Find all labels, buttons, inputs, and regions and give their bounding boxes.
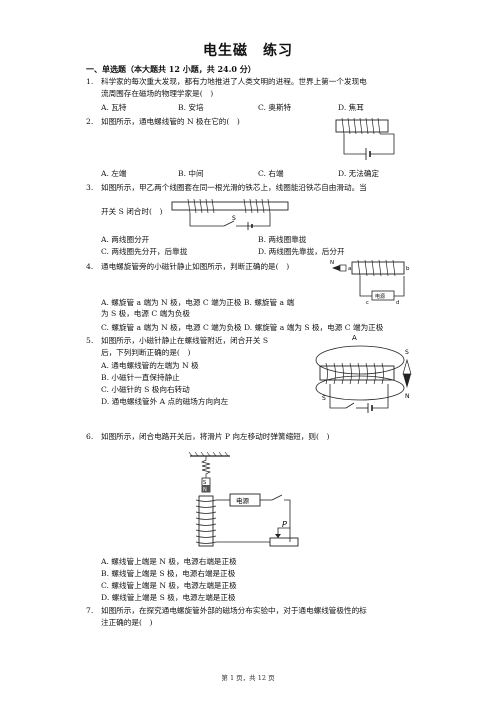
question-text: 如图所示，闭合电路开关后，将滑片 P 向左移动时弹簧缩短，则( ) [101,432,330,441]
option-d[interactable]: D. 无法确定 [338,169,380,178]
option-b[interactable]: B. 螺线管上端是 S 极，电源右端是正极 [101,569,236,578]
end-b-label: b [406,266,410,272]
option-a[interactable]: A. 螺线管上端是 N 极，电源右端是正极 [101,557,237,566]
option-a[interactable]: A. 通电螺线管的左端为 N 极 [101,361,199,370]
question-text: 后，下列判断正确的是( ) [101,348,191,357]
power-label: 电源 [236,496,250,505]
compass-needle-icon [402,358,412,375]
option-d[interactable]: D. 通电螺线管外 A 点的磁场方向向左 [101,397,229,406]
question-number: 2. [86,117,94,126]
option-c[interactable]: C. 右端 [258,169,284,178]
question-text: 如图所示，小磁针静止在螺线管附近，闭合开关 S [101,336,269,345]
option-c[interactable]: C. 奥斯特 [258,103,292,112]
option-d[interactable]: D. 两线圈先靠拢，后分开 [258,247,345,256]
section-heading: 一、单选题（本大题共 12 小题，共 24.0 分） [86,64,256,74]
switch-label: S [322,395,326,402]
option-c[interactable]: C. 螺线管上端是 N 极，电源左端是正极 [101,581,237,590]
option-c[interactable]: C. 两线圈先分开，后靠拢 [101,247,188,256]
page-title: 电生磁 练习 [203,43,293,59]
magnet-n-label: N [203,487,207,493]
needle-icon [332,265,340,271]
option-b[interactable]: B. 中间 [178,169,204,178]
point-a-label: A [352,334,357,342]
needle-n-label: N [330,260,334,266]
end-a-label: a [348,266,351,272]
question-text: 开关 S 闭合时( ) [101,207,163,216]
magnet-needle-figure: N a b 电源 c d [330,259,410,306]
option-b[interactable]: B. 小磁针一直保持静止 [101,373,180,382]
power-label: 电源 [375,293,385,300]
solenoid-compass-figure: A S S N [315,334,412,413]
option-text[interactable]: A. 螺旋管 a 端为 N 极，电源 C 端为正极 B. 螺旋管 a 端 [101,298,295,307]
option-b[interactable]: B. 两线圈靠拢 [258,235,307,244]
option-c[interactable]: C. 小磁针的 S 极向右转动 [101,385,190,394]
option-a[interactable]: A. 两线圈分开 [101,235,150,244]
needle-n-label: N [405,393,410,400]
question-text: 科学家的每次重大发现，都有力地推进了人类文明的进程。世界上第一个发现电 [101,77,367,86]
question-number: 7. [86,606,94,615]
option-text[interactable]: C. 螺旋管 a 端为 N 极，电源 C 端为负极 D. 螺旋管 a 端为 S … [101,323,384,332]
question-number: 5. [86,336,94,345]
option-b[interactable]: B. 安培 [178,103,204,112]
switch-label: S [232,215,236,222]
page-footer: 第 1 页，共 12 页 [221,674,275,682]
magnet-s-label: S [203,480,206,486]
question-text: 如图所示，在探究通电螺旋管外部的磁场分布实验中，对于通电螺线管极性的标 [101,606,367,615]
question-number: 4. [86,262,94,271]
question-number: 3. [86,183,94,192]
solenoid-figure [335,117,395,160]
terminal-d-label: d [396,300,399,306]
option-a[interactable]: A. 瓦特 [101,103,127,112]
two-coils-figure: S [171,198,289,230]
question-text: 如图所示，甲乙两个线圈套在同一根光滑的铁芯上，线圈能沿铁芯自由滑动。当 [101,183,367,192]
question-number: 1. [86,77,94,86]
rheostat-icon [269,537,299,547]
spring-icon [200,456,212,478]
question-text: 如图所示，通电螺线管的 N 极在它的( ) [101,117,240,126]
question-text: 通电螺旋管旁的小磁针静止如图所示，判断正确的是( ) [101,262,290,271]
spring-solenoid-figure: S N 电源 P [188,451,299,547]
terminal-c-label: c [366,300,369,306]
option-d[interactable]: D. 焦耳 [338,103,364,112]
needle-s-label: S [405,349,409,356]
option-text[interactable]: 为 S 极，电源 C 端为负极 [101,309,191,318]
slider-p-label: P [282,520,287,529]
option-d[interactable]: D. 螺线管上端是 S 极，电源左端是正极 [101,593,236,602]
option-a[interactable]: A. 左端 [101,169,127,178]
question-text: 注正确的是( ) [101,618,153,627]
question-number: 6. [86,432,94,441]
question-text: 流周围存在磁场的物理学家是( ) [101,89,214,98]
